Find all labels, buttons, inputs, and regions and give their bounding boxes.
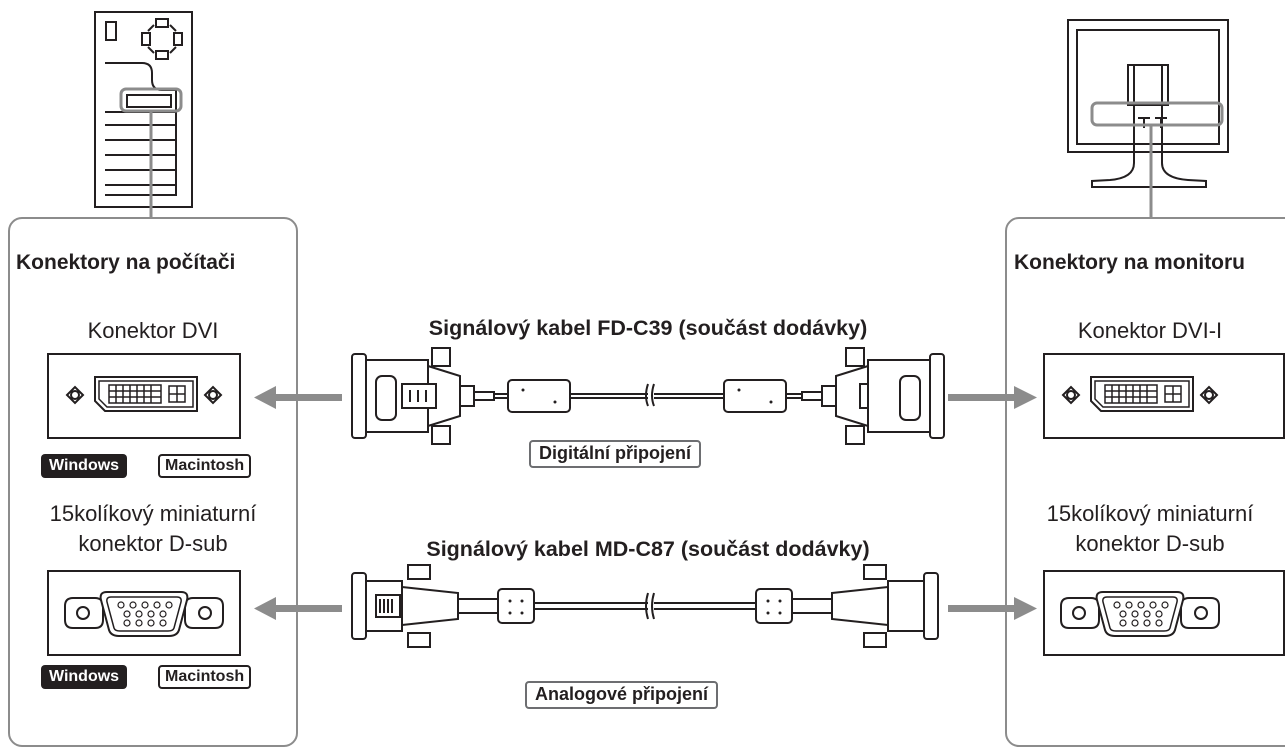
monitor-dsub-label-line1: 15kolíkový miniaturní: [1046, 501, 1254, 526]
macintosh-badge: Macintosh: [158, 665, 252, 689]
computer-panel-title: Konektory na počítači: [16, 251, 236, 274]
computer-dvi-connector: [47, 353, 241, 439]
computer-connectors-panel: [8, 217, 298, 747]
monitor-dvi-label: Konektor DVI-I: [1077, 318, 1223, 343]
macintosh-badge: Macintosh: [158, 454, 252, 478]
analog-connection-label: Analogové připojení: [525, 681, 719, 709]
analog-cable-illustration: [351, 564, 939, 648]
windows-badge: Windows: [41, 454, 128, 478]
monitor-dsub-connector: [1043, 570, 1285, 656]
monitor-dvi-connector: [1043, 353, 1285, 439]
computer-dsub-label-line1: 15kolíkový miniaturní: [49, 501, 257, 526]
analog-cable-title: Signálový kabel MD-C87 (součást dodávky): [426, 537, 870, 561]
digital-cable-illustration: [351, 347, 945, 445]
windows-badge: Windows: [41, 665, 128, 689]
computer-dvi-label: Konektor DVI: [87, 318, 219, 343]
monitor-connectors-panel: [1005, 217, 1285, 747]
digital-cable-title: Signálový kabel FD-C39 (součást dodávky): [428, 316, 868, 340]
digital-connection-label: Digitální připojení: [529, 440, 701, 468]
monitor-dsub-label-line2: konektor D-sub: [1075, 531, 1225, 556]
computer-dsub-connector: [47, 570, 241, 656]
monitor-panel-title: Konektory na monitoru: [1014, 251, 1246, 274]
computer-dsub-label-line2: konektor D-sub: [78, 531, 228, 556]
